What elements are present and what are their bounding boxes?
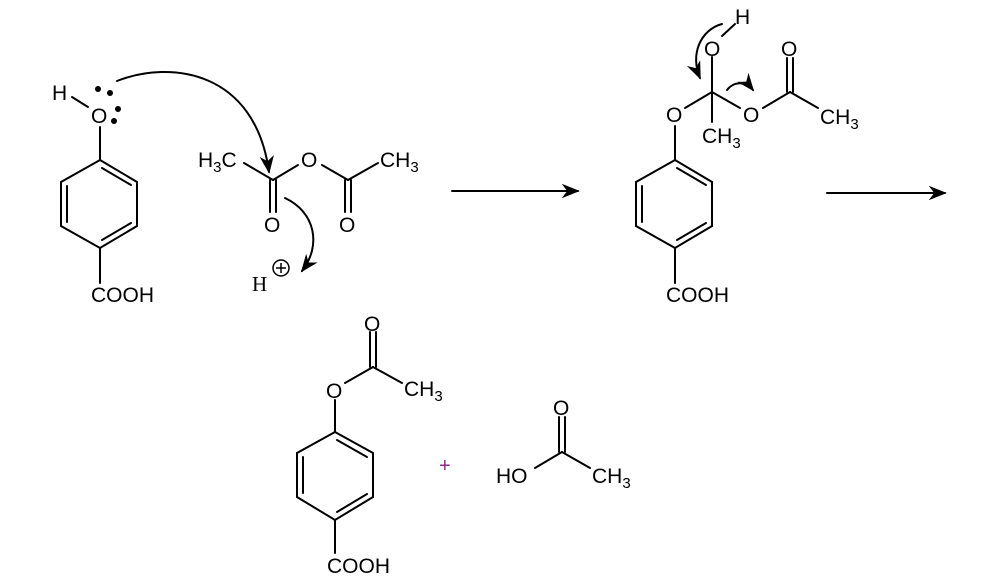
methyl-label: CH3 <box>592 465 631 492</box>
acetyl-methyl-label: CH3 <box>820 106 859 133</box>
phenol-molecule: H O COOH <box>52 82 154 307</box>
ether-oxygen-label: O <box>666 104 682 127</box>
cooh-label: COOH <box>327 555 390 578</box>
electron-push-arrow <box>116 71 274 174</box>
carbonyl-oxygen-label: O <box>781 38 797 61</box>
tetrahedral-intermediate: H O O O O CH3 CH3 COOH <box>635 6 859 307</box>
methyl-label-left: H3C <box>198 149 237 176</box>
electron-push-arrow <box>284 197 318 273</box>
positive-charge-icon <box>272 259 290 277</box>
proton-label: H <box>252 272 267 296</box>
carbonyl-oxygen-label: O <box>339 214 355 237</box>
hydroxyl-oxygen-label: O <box>704 38 720 61</box>
bridge-oxygen-label: O <box>301 149 317 172</box>
plus-sign: + <box>439 455 451 477</box>
cooh-label: COOH <box>666 284 729 307</box>
oxygen-label: O <box>91 105 107 128</box>
hydroxyl-label: HO <box>496 465 528 488</box>
carbonyl-oxygen-label: O <box>553 397 569 420</box>
hydrogen-label: H <box>52 82 67 105</box>
product-ester-molecule: O O CH3 COOH <box>296 313 443 578</box>
methyl-label: CH3 <box>404 378 443 405</box>
ester-oxygen-label: O <box>743 104 759 127</box>
electron-push-arrow <box>726 72 755 92</box>
lone-pair-dots <box>95 86 121 124</box>
cooh-label: COOH <box>91 284 154 307</box>
ester-oxygen-label: O <box>326 380 342 403</box>
acetic-anhydride-molecule: H3C O CH3 O O <box>198 149 419 237</box>
carbonyl-oxygen-label: O <box>364 313 380 336</box>
methyl-label-right: CH3 <box>380 149 419 176</box>
electron-push-arrow <box>686 23 723 80</box>
hydrogen-label: H <box>735 6 750 29</box>
proton: H <box>252 259 290 296</box>
carbonyl-oxygen-label: O <box>264 214 280 237</box>
methyl-label: CH3 <box>702 125 741 152</box>
acetic-acid-molecule: O HO CH3 <box>496 397 631 492</box>
